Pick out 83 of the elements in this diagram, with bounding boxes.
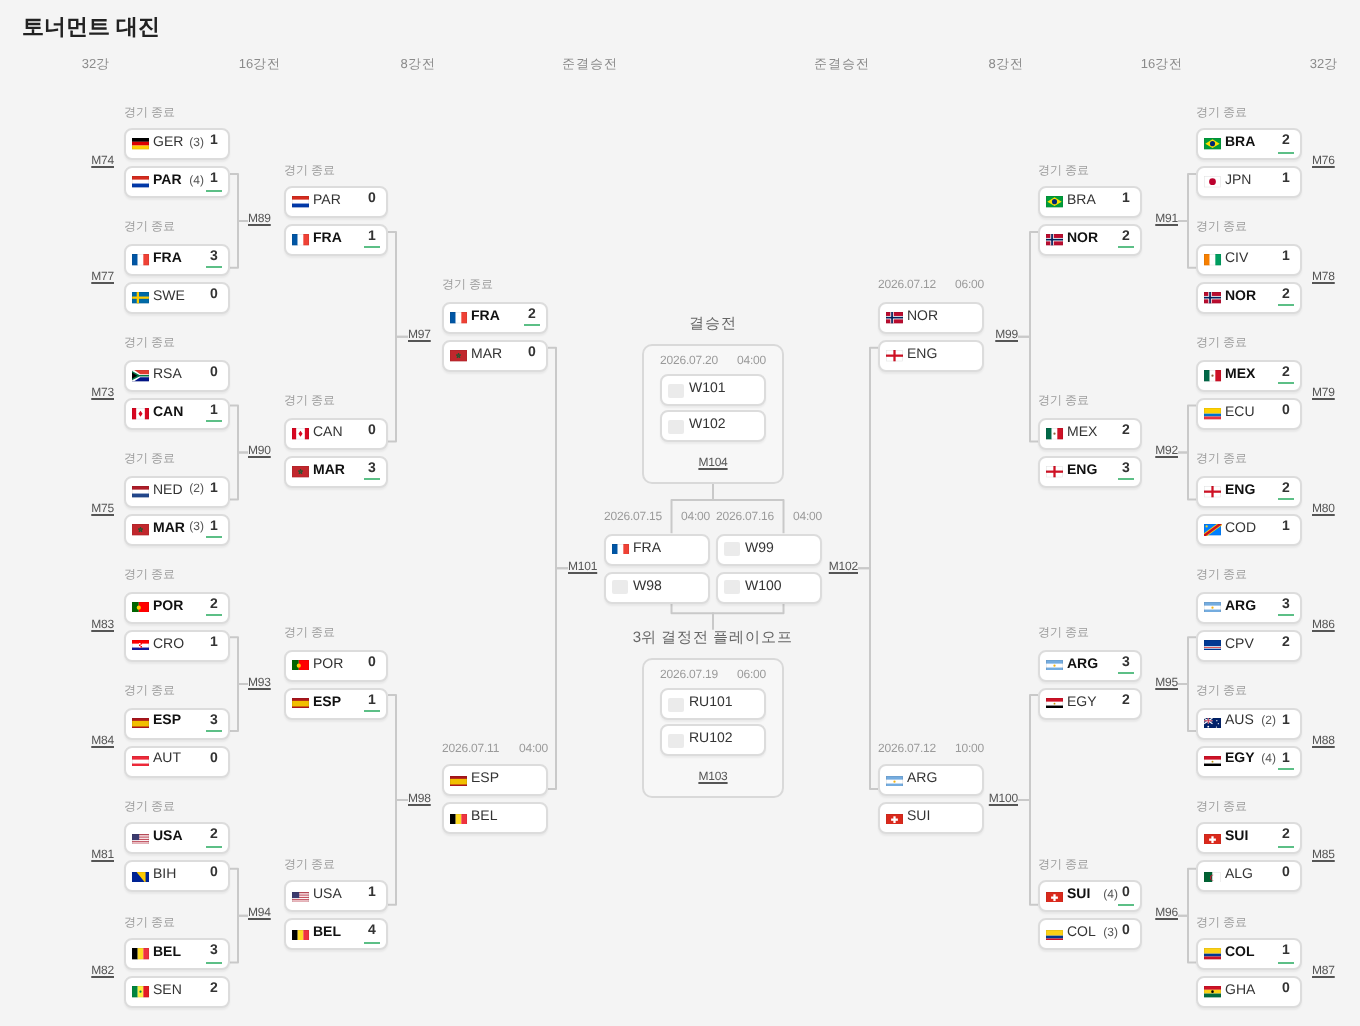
team-row: [1038, 649, 1142, 682]
bracket-line: [229, 219, 249, 269]
match-card: [642, 658, 784, 798]
team-row: [124, 359, 230, 392]
team-row: [604, 571, 710, 604]
team-row: [1038, 880, 1142, 913]
team-row: [1196, 243, 1302, 276]
team-row: [878, 802, 984, 835]
team-row: [878, 764, 984, 797]
team-row: [124, 281, 230, 314]
team-row: [716, 571, 822, 604]
bracket-line: [1177, 914, 1197, 964]
team-row: [1196, 822, 1302, 855]
team-row: [124, 745, 230, 777]
bracket-line: [387, 798, 409, 906]
bracket-line: [229, 451, 249, 501]
team-row: [124, 822, 230, 855]
team-row: [284, 185, 388, 218]
team-row: [716, 533, 822, 566]
team-row: [442, 764, 548, 797]
bracket-line: [229, 914, 249, 964]
team-row: [1038, 455, 1142, 488]
team-row: [284, 918, 388, 951]
bracket-line: [1177, 451, 1197, 501]
page-title: 토너먼트 대진: [22, 15, 161, 41]
team-row: [1196, 591, 1302, 624]
team-row: [284, 687, 388, 720]
team-row: [1196, 938, 1302, 971]
team-row: [284, 417, 388, 450]
team-row: [124, 629, 230, 662]
team-row: [1196, 475, 1302, 508]
team-row: [124, 475, 230, 508]
team-row: [442, 301, 548, 334]
team-row: [660, 688, 766, 720]
team-row: [124, 166, 230, 198]
bracket-line: [387, 335, 409, 443]
team-row: [1196, 128, 1302, 160]
team-row: [660, 724, 766, 756]
team-row: [124, 976, 230, 1009]
bracket-line: [857, 567, 879, 790]
team-row: [1038, 918, 1142, 951]
team-row: [1196, 707, 1302, 739]
team-row: [124, 591, 230, 624]
team-row: [1196, 629, 1302, 662]
bracket-line: [1017, 335, 1039, 443]
team-row: [1038, 185, 1142, 218]
team-row: [284, 455, 388, 488]
team-row: [1196, 359, 1302, 392]
team-row: [1196, 860, 1302, 893]
bracket-line: [1177, 219, 1197, 269]
team-row: [284, 223, 388, 256]
bracket-line: [1177, 683, 1197, 732]
team-row: [1196, 745, 1302, 777]
team-row: [1038, 417, 1142, 450]
team-row: [1196, 397, 1302, 430]
team-row: [660, 410, 766, 442]
bracket-line: [229, 683, 249, 732]
team-row: [124, 513, 230, 546]
team-row: [442, 339, 548, 372]
team-row: [1038, 687, 1142, 720]
team-row: [124, 128, 230, 160]
team-row: [284, 649, 388, 682]
team-row: [124, 938, 230, 971]
team-row: [1038, 223, 1142, 256]
team-row: [124, 707, 230, 739]
team-row: [878, 301, 984, 334]
team-row: [284, 880, 388, 913]
team-row: [604, 533, 710, 566]
bracket-line: [547, 567, 569, 790]
team-row: [1196, 166, 1302, 198]
team-row: [1196, 281, 1302, 314]
team-row: [124, 243, 230, 276]
team-row: [124, 397, 230, 430]
team-row: [660, 374, 766, 406]
team-row: [1196, 513, 1302, 546]
bracket-line: [712, 483, 785, 535]
bracket-line: [712, 602, 785, 631]
team-row: [124, 860, 230, 893]
match-card: [642, 344, 784, 484]
bracket-line: [1017, 798, 1039, 906]
team-row: [878, 339, 984, 372]
team-row: [1196, 976, 1302, 1009]
team-row: [442, 802, 548, 835]
